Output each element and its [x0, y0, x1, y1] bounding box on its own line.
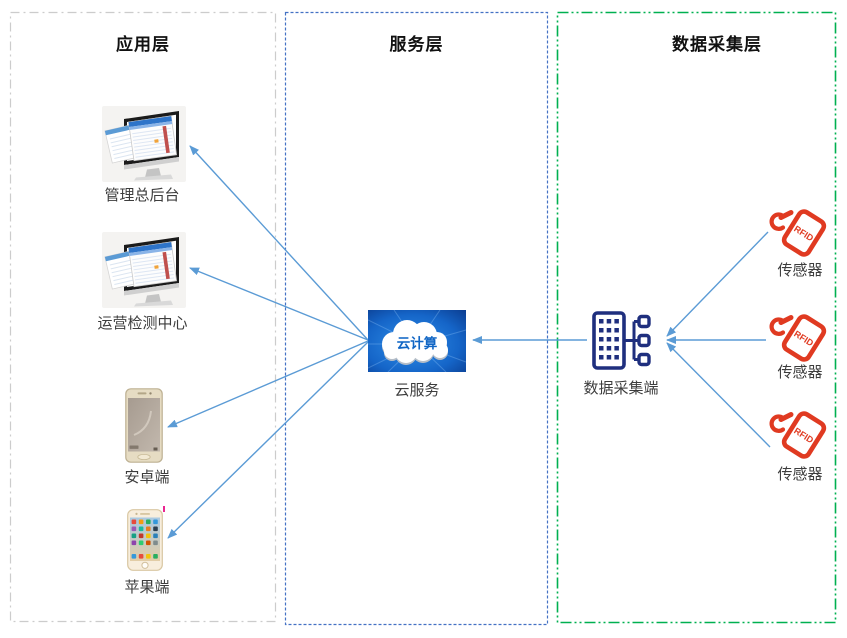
arrow-cloud-to-android [167, 340, 369, 428]
sensor-3-node: RFID [764, 407, 830, 461]
desktop-spreadsheet-icon [102, 232, 186, 308]
android-client-node [125, 388, 163, 463]
collector-node [590, 310, 652, 371]
sensor-1-node: RFID [764, 205, 830, 259]
cloud-computing-icon: 云计算 [368, 310, 466, 372]
sensor-3-label: 传感器 [777, 466, 823, 483]
cloud-service-label: 云服务 [394, 382, 440, 399]
arrow-cloud-to-iphone [167, 341, 369, 539]
cloud-service-node: 云计算 [368, 310, 466, 372]
arrow-sensor1-to-collector [666, 231, 769, 337]
cloud-badge-text: 云计算 [397, 335, 438, 351]
ios-client-node [127, 509, 163, 571]
sensor-2-label: 传感器 [777, 364, 823, 381]
admin-backend-label: 管理总后台 [104, 187, 180, 204]
rfid-tag-icon: RFID [769, 209, 827, 257]
desktop-spreadsheet-icon [102, 106, 186, 182]
data-collector-icon [592, 311, 651, 370]
app-grid [131, 519, 158, 559]
arrow-cloud-to-admin-backend [189, 145, 369, 341]
arrow-cloud-to-ops-center [189, 267, 369, 341]
admin-backend-node [102, 106, 186, 182]
ios-client-label: 苹果端 [124, 579, 170, 596]
android-phone-icon [125, 388, 163, 463]
rfid-tag-icon: RFID [769, 314, 827, 362]
stray-mark [163, 506, 165, 512]
android-client-label: 安卓端 [124, 469, 170, 486]
rfid-tag-icon: RFID [769, 411, 827, 459]
layer-title-service: 服务层 [389, 35, 444, 54]
collector-label: 数据采集端 [583, 380, 659, 397]
ops-center-node [102, 232, 186, 308]
arrow-sensor3-to-collector [666, 342, 771, 448]
sensor-2-node: RFID [764, 310, 830, 364]
layer-title-application: 应用层 [116, 35, 170, 54]
iphone-icon [127, 509, 163, 571]
ops-center-label: 运营检测中心 [97, 315, 188, 332]
service-layer-box [284, 11, 549, 626]
layer-title-collection: 数据采集层 [672, 35, 762, 54]
sensor-1-label: 传感器 [777, 262, 823, 279]
collection-layer-box [556, 11, 837, 624]
